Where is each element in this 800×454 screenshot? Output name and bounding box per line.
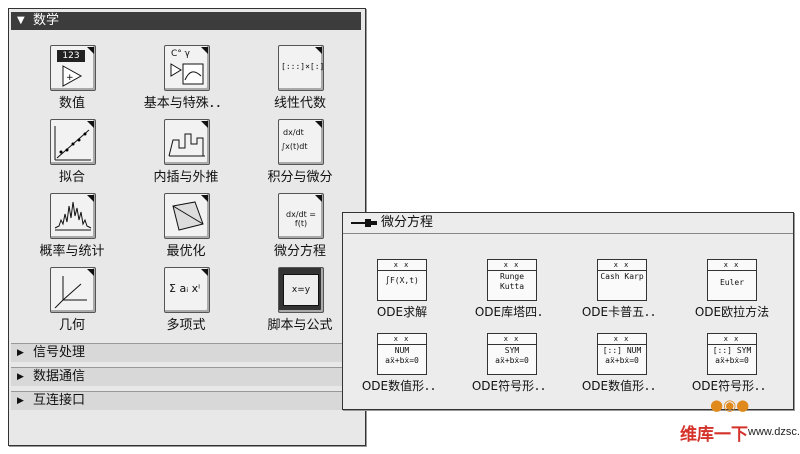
ode-item[interactable]: x x[::] SYM aẍ+bẋ=0 ODE符号形．． — [691, 333, 773, 393]
differential-equations-icon: dx/dt = f(t) — [278, 193, 324, 239]
ode-symbolic-matrix-icon: x x[::] SYM aẍ+bẋ=0 — [707, 333, 757, 375]
interpolation-icon — [164, 119, 210, 165]
pushpin-icon[interactable] — [351, 219, 379, 227]
palette-item-label: 积分与微分 — [267, 170, 333, 185]
palette-item-label: 最优化 — [166, 244, 206, 259]
palette-item-linear-algebra[interactable]: [:::]×[:] 线性代数 — [245, 45, 355, 117]
section-data-communication[interactable]: ▶ 数据通信 — [11, 367, 361, 386]
collapsed-triangle-icon: ▶ — [17, 348, 24, 358]
palette-title: 数学 — [33, 13, 60, 28]
section-connectivity[interactable]: ▶ 互连接口 — [11, 391, 361, 410]
polynomial-icon: Σ aᵢ xⁱ — [164, 267, 210, 313]
palette-item-label: 线性代数 — [273, 96, 326, 111]
probability-statistics-icon — [50, 193, 96, 239]
palette-item-polynomial[interactable]: Σ aᵢ xⁱ 多项式 — [131, 267, 241, 339]
palette-item-probability-statistics[interactable]: 概率与统计 — [17, 193, 127, 265]
ode-item[interactable]: x x[::] NUM aẍ+bẋ=0 ODE数值形．． — [581, 333, 663, 393]
math-palette: ▼ 数学 123 + 数值 C° γ 基本与特殊．． [:::]×[:] — [8, 8, 366, 446]
palette-item-label: 拟合 — [58, 170, 85, 185]
palette-item-optimization[interactable]: 最优化 — [131, 193, 241, 265]
palette-item-label: 几何 — [58, 318, 85, 333]
palette-item-label: 概率与统计 — [39, 244, 105, 259]
palette-item-label: 基本与特殊．． — [143, 96, 229, 111]
palette-header[interactable]: ▼ 数学 — [11, 12, 361, 30]
elementary-special-icon: C° γ — [164, 45, 210, 91]
palette-item-fitting[interactable]: 拟合 — [17, 119, 127, 191]
palette-item-interpolation[interactable]: 内插与外推 — [131, 119, 241, 191]
subpalette-header: 微分方程 — [343, 213, 793, 234]
palette-item-differential-equations[interactable]: dx/dt = f(t) 微分方程 — [245, 193, 355, 265]
expand-triangle-icon[interactable]: ▼ — [17, 15, 25, 26]
palette-item-geometry[interactable]: 几何 — [17, 267, 127, 339]
palette-item-label: 微分方程 — [273, 244, 326, 259]
integration-differentiation-icon: dx/dt ∫x(t)dt — [278, 119, 324, 165]
section-signal-processing[interactable]: ▶ 信号处理 — [11, 343, 361, 362]
geometry-icon — [50, 267, 96, 313]
palette-item-script-formula[interactable]: x=y 脚本与公式 — [245, 267, 355, 339]
fitting-icon — [50, 119, 96, 165]
script-formula-icon: x=y — [278, 267, 324, 313]
watermark: ●◉● 维库一下 www.dzsc.com — [640, 392, 800, 452]
linear-algebra-icon: [:::]×[:] — [278, 45, 324, 91]
ode-numeric-matrix-icon: x x[::] NUM aẍ+bẋ=0 — [597, 333, 647, 375]
ode-solver-icon: x x∫F(X,t) — [377, 259, 427, 301]
watermark-url: www.dzsc.com — [748, 426, 800, 438]
collapsed-triangle-icon: ▶ — [17, 396, 24, 406]
palette-item-label: 脚本与公式 — [267, 318, 333, 333]
subpalette-title: 微分方程 — [381, 215, 434, 230]
palette-item-label: 数值 — [58, 96, 85, 111]
watermark-brand: 维库一下 — [680, 425, 748, 445]
palette-item-elementary-special[interactable]: C° γ 基本与特殊．． — [131, 45, 241, 117]
collapsed-triangle-icon: ▶ — [17, 372, 24, 382]
svg-text:+: + — [66, 73, 74, 83]
palette-item-integration-differentiation[interactable]: dx/dt ∫x(t)dt 积分与微分 — [245, 119, 355, 191]
palette-grid: 123 + 数值 C° γ 基本与特殊．． [:::]×[:] 线性代数 — [9, 35, 365, 335]
palette-item-numeric[interactable]: 123 + 数值 — [17, 45, 127, 117]
numeric-icon: 123 + — [50, 45, 96, 91]
palette-item-label: 内插与外推 — [153, 170, 219, 185]
palette-item-label: 多项式 — [166, 318, 206, 333]
watermark-logo-icon: ●◉● — [710, 396, 750, 414]
ode-item[interactable]: x x∫F(X,t) ODE求解 — [376, 259, 428, 319]
optimization-icon — [164, 193, 210, 239]
